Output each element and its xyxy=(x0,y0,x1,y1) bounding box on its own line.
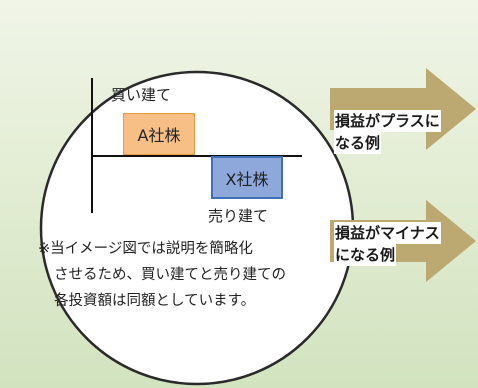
profit-label-line-1: 損益がプラスに xyxy=(334,110,441,132)
profit-label-line-2: なる例 xyxy=(334,132,382,154)
buy-position-label: 買い建て xyxy=(111,86,172,104)
stock-a-label: A社株 xyxy=(137,126,181,145)
stock-a-box: A社株 xyxy=(123,113,195,155)
loss-label-line-2: になる例 xyxy=(334,244,397,266)
stock-x-box: X社株 xyxy=(211,156,283,199)
stock-x-label: X社株 xyxy=(225,169,269,189)
sell-position-label: 売り建て xyxy=(208,207,269,225)
loss-label-line-1: 損益がマイナス xyxy=(334,222,441,244)
note-line-3: 各投資額は同額としています。 xyxy=(54,293,256,309)
note-line-2: させるため、買い建てと売り建ての xyxy=(54,267,286,283)
note-line-1: ※当イメージ図では説明を簡略化 xyxy=(38,241,253,257)
